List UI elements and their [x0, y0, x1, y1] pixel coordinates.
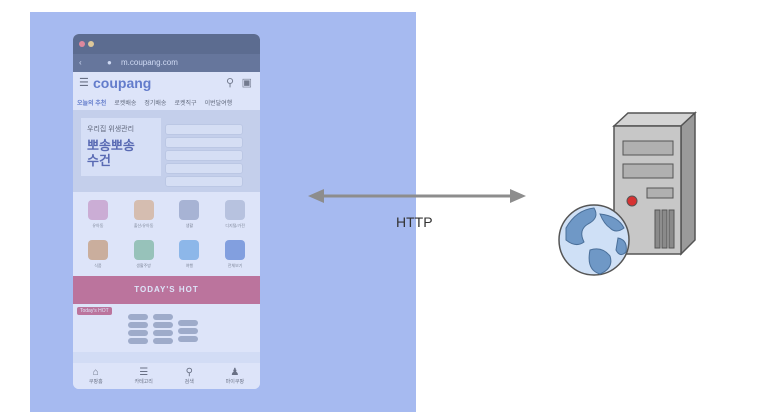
http-arrow: [308, 189, 526, 203]
category-cell: 생활주방: [121, 236, 167, 272]
app-logo: coupang: [93, 75, 152, 91]
browser-urlbar: ‹ ● m.coupang.com: [73, 54, 260, 72]
lock-icon: ●: [107, 58, 112, 67]
tab-item: 오늘의 추천: [77, 100, 107, 107]
hot-product-area: Today's HOT: [73, 304, 260, 352]
menu-lines-icon: [225, 239, 246, 260]
nav-category: ☰카테고리: [134, 367, 153, 385]
category-cell: 디지털/가전: [212, 196, 258, 232]
nav-home: ⌂쿠팡홈: [88, 367, 103, 385]
banner-title-line: 수건: [87, 153, 111, 168]
tab-item: 정기배송: [144, 100, 167, 107]
todays-hot-banner: TODAY'S HOT: [73, 276, 260, 304]
user-icon: ♟: [230, 367, 240, 378]
nav-my: ♟마이쿠팡: [225, 367, 245, 385]
browser-titlebar: [73, 34, 260, 54]
category-tabs: 오늘의 추천 로켓배송 정기배송 로켓직구 이번달여행: [73, 94, 260, 110]
category-cell: 전체보기: [212, 236, 258, 272]
todays-hot-badge: Today's HOT: [77, 307, 112, 315]
minimize-dot-icon: [88, 41, 94, 47]
url-text: m.coupang.com: [121, 58, 178, 67]
app-header: ☰ coupang ⚲ ▣: [73, 72, 260, 94]
category-cell: 여행: [167, 236, 213, 272]
rabbit-toy-icon: [87, 199, 108, 220]
banner-title: 뽀송뽀송 수건: [87, 138, 135, 168]
category-cell: 출산/유아동: [121, 196, 167, 232]
category-cell: 생활: [167, 196, 213, 232]
globe-icon: [558, 204, 630, 276]
product-stack-image: [128, 314, 148, 346]
food-icon: [87, 239, 108, 260]
connector-label: HTTP: [396, 214, 433, 230]
towel-stack-image: [165, 124, 243, 187]
pot-lid-icon: [133, 239, 154, 260]
pot-icon: [179, 199, 200, 220]
promo-banner: 우리집 위생관리 뽀송뽀송 수건: [73, 110, 260, 192]
tab-item: 이번달여행: [204, 100, 233, 107]
category-cell: 유아동: [75, 196, 121, 232]
banner-title-line: 뽀송뽀송: [87, 138, 135, 153]
product-stack-image: [153, 314, 173, 346]
back-icon: ‹: [79, 58, 82, 67]
airplane-icon: [179, 239, 200, 260]
category-cell: 식품: [75, 236, 121, 272]
home-icon: ⌂: [92, 367, 99, 378]
tab-item: 로켓배송: [114, 100, 137, 107]
bottom-nav: ⌂쿠팡홈 ☰카테고리 ⚲검색 ♟마이쿠팡: [73, 363, 260, 389]
search-icon: ⚲: [225, 77, 234, 89]
banner-subtitle: 우리집 위생관리: [87, 126, 135, 133]
close-dot-icon: [79, 41, 85, 47]
baby-bottle-icon: [133, 199, 154, 220]
cart-icon: ▣: [241, 77, 252, 89]
hamburger-icon: ☰: [79, 77, 89, 89]
product-stack-image: [178, 320, 198, 344]
nav-search: ⚲검색: [184, 367, 194, 385]
tab-item: 로켓직구: [174, 100, 197, 107]
banner-text-box: [81, 118, 161, 176]
client-phone: ‹ ● m.coupang.com ☰ coupang ⚲ ▣ 오늘의 추천 로…: [73, 34, 260, 389]
todays-hot-title: TODAY'S HOT: [134, 285, 199, 294]
search-icon: ⚲: [185, 367, 193, 378]
camera-icon: [225, 199, 246, 220]
menu-icon: ☰: [139, 367, 149, 378]
category-grid: 유아동 출산/유아동 생활 디지털/가전 식품 생활주방 여행 전체보기: [73, 192, 260, 276]
